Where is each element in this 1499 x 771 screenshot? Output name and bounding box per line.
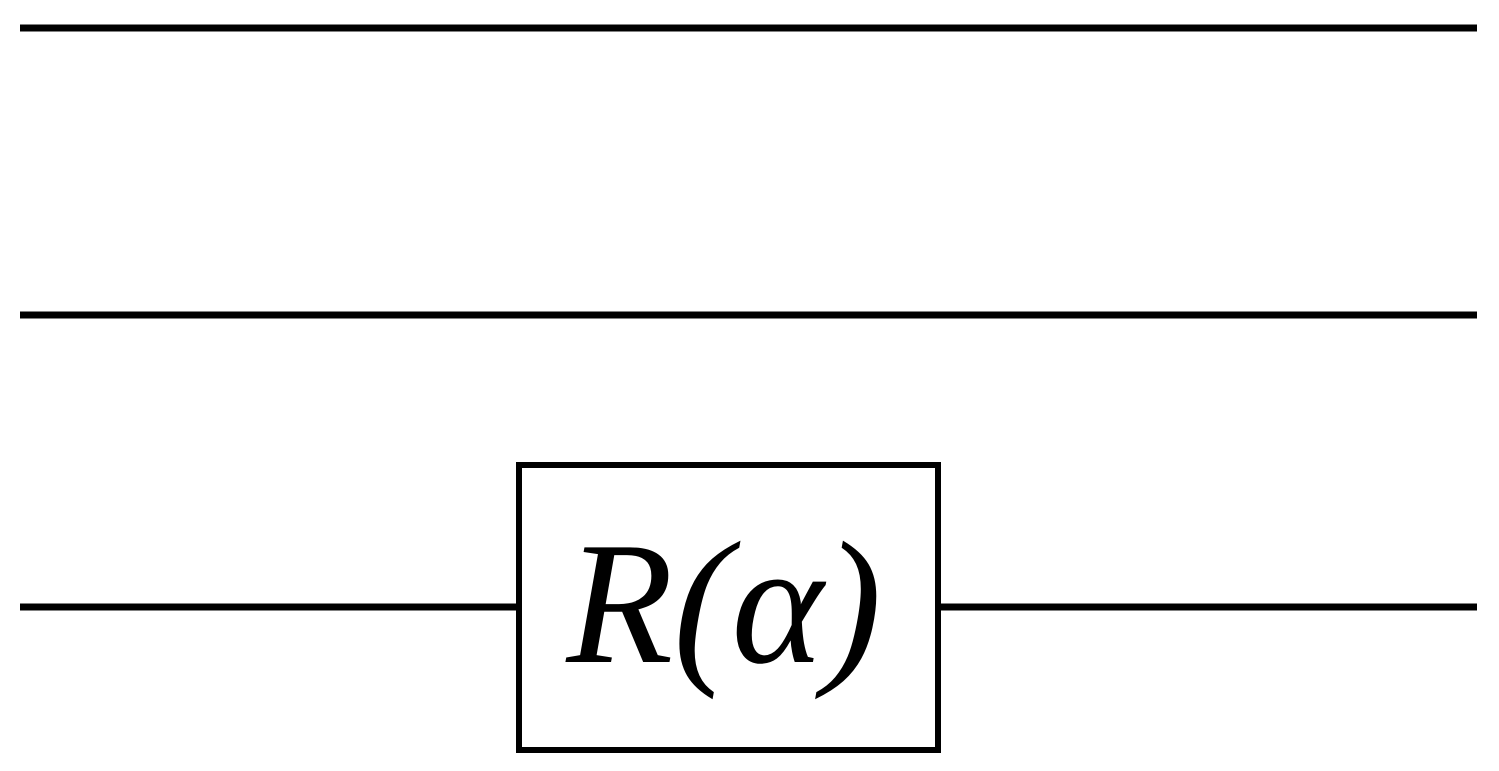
rotation-gate: R(α) [516, 462, 941, 753]
gate-box [516, 462, 941, 753]
gate-label: R(α) [565, 506, 881, 700]
